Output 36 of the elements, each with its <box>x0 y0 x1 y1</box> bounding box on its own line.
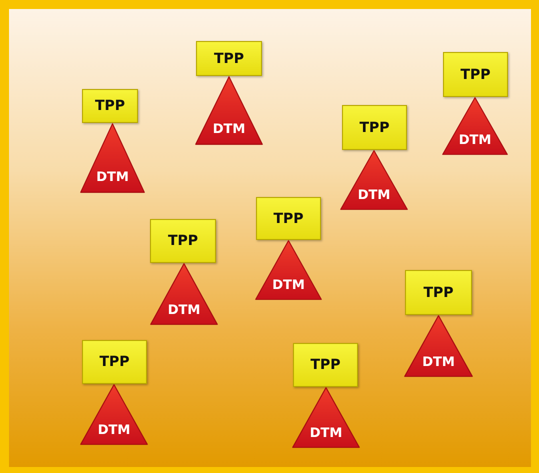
label-box <box>293 343 358 387</box>
triangle-label: DTM <box>358 188 390 203</box>
triangle-label: DTM <box>168 302 200 318</box>
label-box <box>443 52 508 97</box>
triangle-shape <box>80 123 145 193</box>
label-box <box>82 340 147 384</box>
triangle-shape <box>340 150 408 210</box>
box-label: TPP <box>168 233 198 249</box>
label-box <box>405 270 472 315</box>
triangle-label: DTM <box>212 122 246 137</box>
triangle-label: DTM <box>272 278 305 293</box>
triangle-shape <box>292 387 360 448</box>
triangle-shape <box>255 240 322 300</box>
triangle-label: DTM <box>310 426 342 441</box>
box-label: TPP <box>99 354 130 370</box>
label-box <box>82 89 138 123</box>
box-label: TPP <box>423 284 454 300</box>
box-label: TPP <box>273 210 304 226</box>
triangle-shape <box>80 384 148 445</box>
box-label: TPP <box>214 50 244 66</box>
triangle-label: DTM <box>96 170 129 185</box>
label-box <box>150 219 216 263</box>
triangle-shape <box>442 97 508 155</box>
triangle-label: DTM <box>422 354 455 370</box>
box-label: TPP <box>94 98 126 114</box>
triangle-label: DTM <box>98 422 130 438</box>
box-label: TPP <box>359 120 390 136</box>
triangle-shape <box>195 76 263 145</box>
box-label: TPP <box>310 357 341 373</box>
triangle-shape <box>404 315 473 377</box>
triangle-label: DTM <box>458 133 492 148</box>
label-box <box>196 41 262 76</box>
label-box <box>256 197 321 240</box>
box-label: TPP <box>460 66 491 82</box>
triangle-shape <box>150 263 218 325</box>
label-box <box>342 105 407 150</box>
